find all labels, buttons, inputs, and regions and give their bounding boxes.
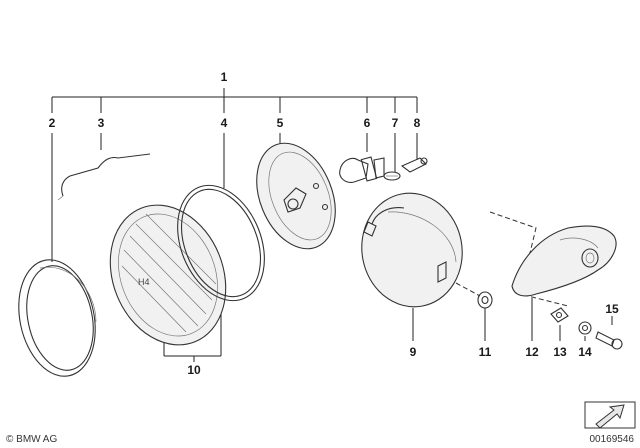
part-number-labels: 1 2 3 4 5 6 7 8 9 10 11 12 13 14 15 — [49, 70, 619, 377]
copyright-text: © BMW AG — [6, 434, 57, 445]
lens-marking-text: H4 — [138, 277, 150, 287]
label-14: 14 — [578, 345, 592, 359]
label-2: 2 — [49, 116, 56, 130]
diagram-id-text: 00169546 — [590, 434, 635, 445]
label-4: 4 — [221, 116, 228, 130]
headlight-lens: H4 — [109, 204, 227, 346]
headlight-rim-ring — [18, 259, 97, 377]
label-9: 9 — [410, 345, 417, 359]
label-1: 1 — [221, 70, 228, 84]
label-15: 15 — [605, 302, 619, 316]
assembly-bracket-lines — [51, 88, 418, 113]
h4-bulb — [339, 156, 385, 183]
sealing-ring — [177, 184, 265, 302]
headlight-housing — [361, 192, 463, 308]
label-8: 8 — [414, 116, 421, 130]
catalog-arrow-icon — [584, 401, 636, 429]
reflector — [256, 142, 336, 250]
washer-item-11 — [477, 291, 493, 309]
grommet-item-13 — [550, 307, 569, 323]
washer-item-14 — [578, 321, 592, 335]
label-3: 3 — [98, 116, 105, 130]
label-10: 10 — [187, 363, 201, 377]
label-6: 6 — [364, 116, 371, 130]
parking-bulb — [383, 171, 401, 181]
label-5: 5 — [277, 116, 284, 130]
part-leader-lines — [51, 133, 613, 362]
mounting-bracket — [511, 225, 617, 297]
bulb-socket — [400, 157, 428, 173]
label-11: 11 — [479, 345, 492, 359]
label-12: 12 — [525, 345, 539, 359]
label-13: 13 — [553, 345, 567, 359]
label-7: 7 — [392, 116, 399, 130]
bolt-item-15 — [595, 331, 623, 350]
adjusting-wire — [57, 153, 151, 201]
